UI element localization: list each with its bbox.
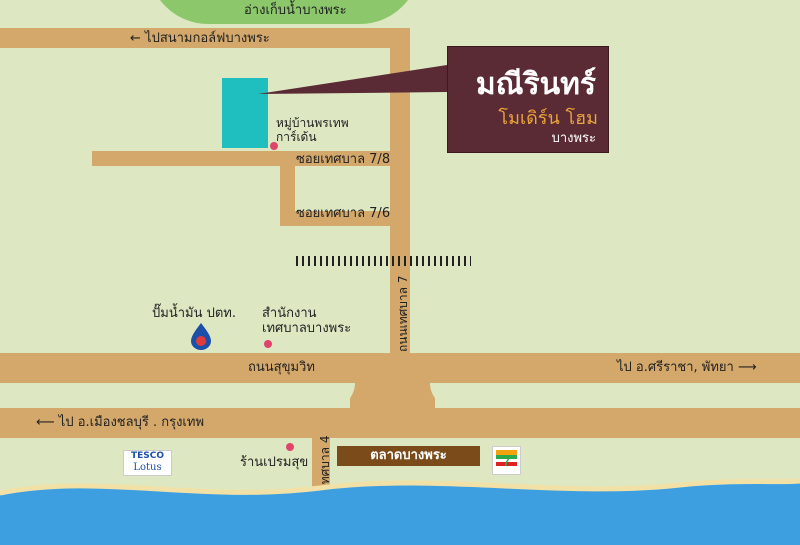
soi-7-8-road [92, 151, 390, 166]
reservoir [148, 0, 420, 24]
golf-course-label: ← ไปสนามกอล์ฟบางพระ [130, 31, 270, 46]
soi-7-6-road [280, 211, 390, 226]
ptt-label: ปั๊มน้ำมัน ปตท. [152, 306, 236, 321]
market-label: ตลาดบางพระ [337, 446, 480, 466]
brand-title: มณีรินทร์ [475, 67, 596, 102]
thetsaban-7-label: ถนนเทศบาล 7 [396, 275, 410, 352]
arrow-right-icon: ⟶ [737, 360, 757, 375]
soi-7-6-label: ซอยเทศบาล 7/6 [296, 206, 391, 221]
village-marker [270, 142, 278, 150]
junction-road [350, 383, 435, 408]
reservoir-label: อ่างเก็บน้ำบางพระ [244, 3, 347, 18]
land-patch-right [430, 383, 800, 408]
project-location [222, 78, 268, 148]
ptt-icon [191, 323, 211, 350]
office-label: สำนักงานเทศบาลบางพระ [262, 306, 352, 336]
brand-subtitle: โมเดิร์น โฮม [498, 108, 598, 129]
thetsaban-7-road [390, 28, 410, 353]
lower-road [0, 408, 800, 438]
seven-eleven-logo: 7 [492, 446, 521, 475]
village-label: หมู่บ้านพรเทพการ์เด้น [276, 116, 349, 144]
sukhumvit-label: ถนนสุขุมวิท [248, 360, 315, 375]
shop-marker [286, 443, 294, 451]
brand-location: บางพระ [551, 131, 596, 146]
sukhumvit-road [0, 353, 800, 383]
soi-7-8-label: ซอยเทศบาล 7/8 [296, 152, 391, 167]
arrow-left-icon: ⟵ [36, 415, 55, 430]
tesco-lotus-logo: TESCO Lotus [123, 450, 172, 476]
svg-text:7: 7 [503, 455, 510, 469]
shop-label: ร้านเปรมสุข [240, 455, 309, 470]
sea [0, 478, 800, 545]
railway [296, 256, 471, 266]
brand-box: มณีรินทร์ โมเดิร์น โฮม บางพระ [447, 46, 609, 153]
brand-pointer [258, 65, 447, 94]
golf-road [0, 28, 410, 48]
to-chonburi-label: ⟵ ไป อ.เมืองชลบุรี . กรุงเทพ [36, 415, 205, 430]
to-sriracha-label: ไป อ.ศรีราชา, พัทยา ⟶ [617, 360, 757, 375]
land-patch-left [0, 383, 355, 408]
office-marker [264, 340, 272, 348]
soi-connector-road [280, 151, 295, 226]
